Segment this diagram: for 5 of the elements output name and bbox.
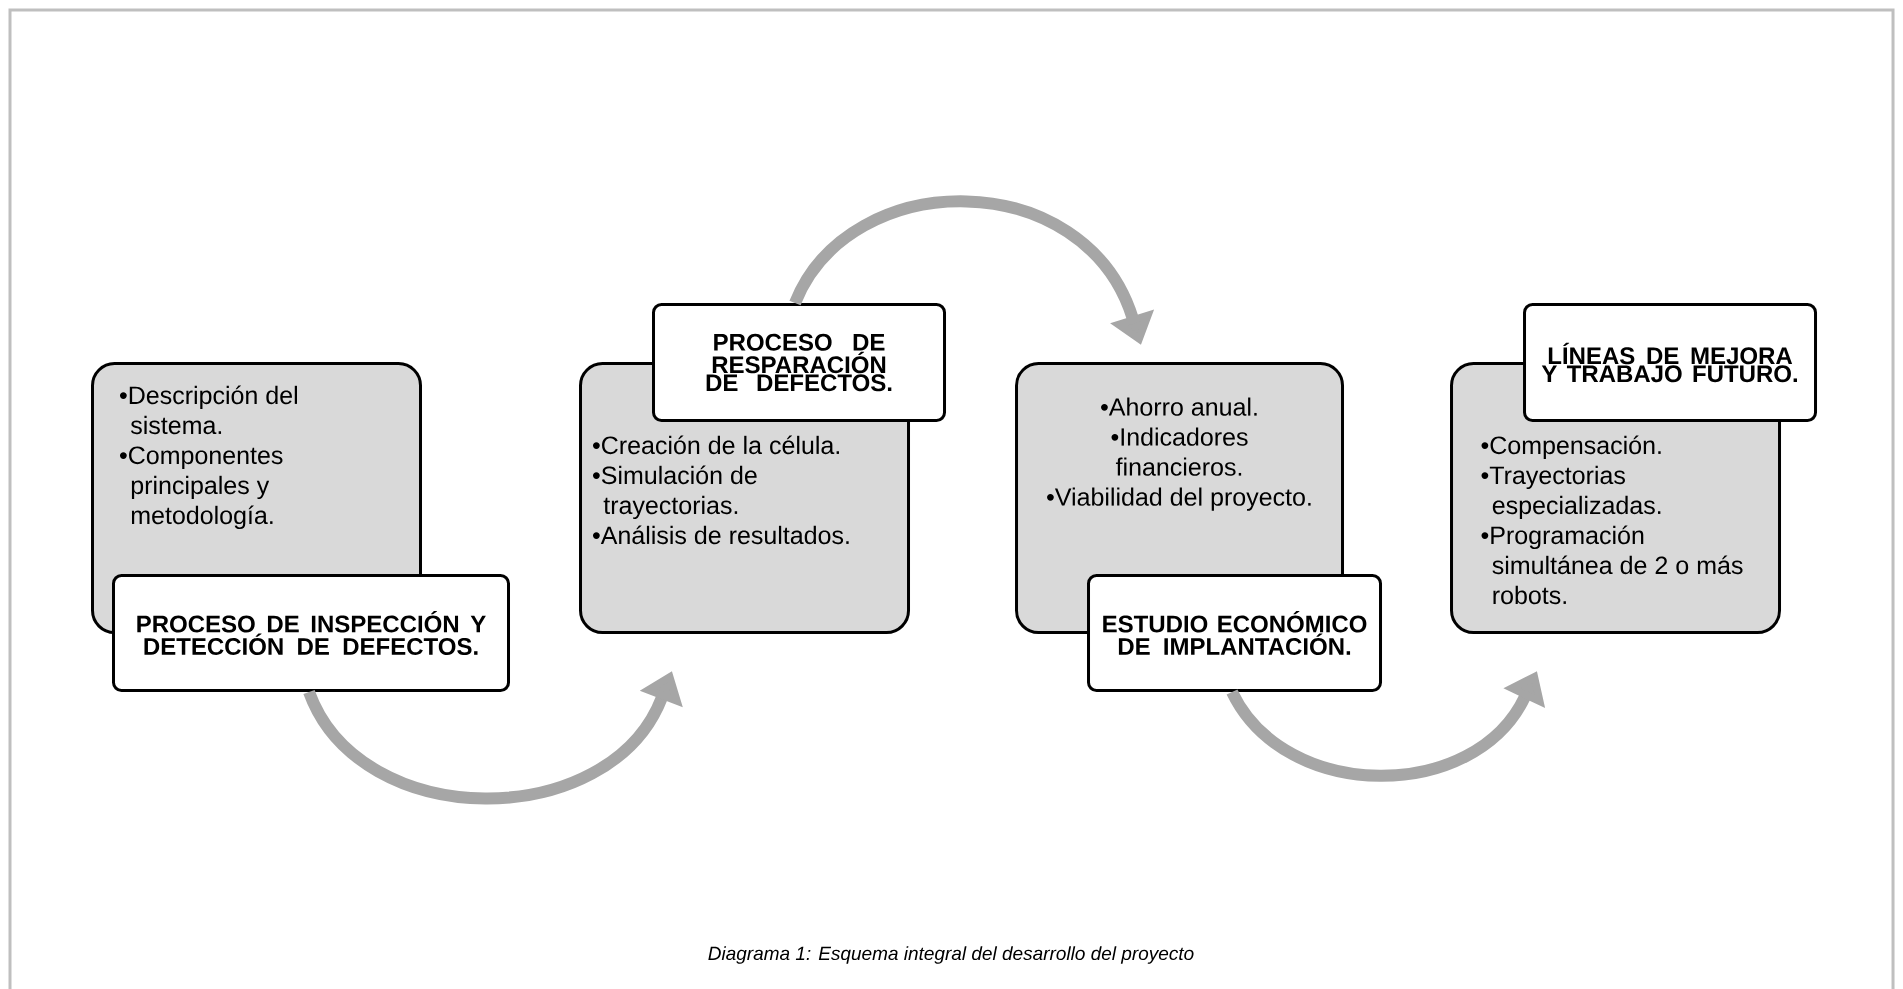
title-box: PROCESO DE INSPECCIÓN Y DETECCIÓN DE DEFECTOS. — [112, 574, 510, 692]
title-box: PROCESO DE RESPARACIÓN DE DEFECTOS. — [652, 303, 946, 422]
title-box: LÍNEAS DE MEJORA Y TRABAJO FUTURO. — [1523, 303, 1817, 422]
caption: Diagrama 1: Esquema integral del desarrollo del proyecto — [708, 946, 1194, 964]
title-box: ESTUDIO ECONÓMICO DE IMPLANTACIÓN. — [1087, 574, 1382, 692]
